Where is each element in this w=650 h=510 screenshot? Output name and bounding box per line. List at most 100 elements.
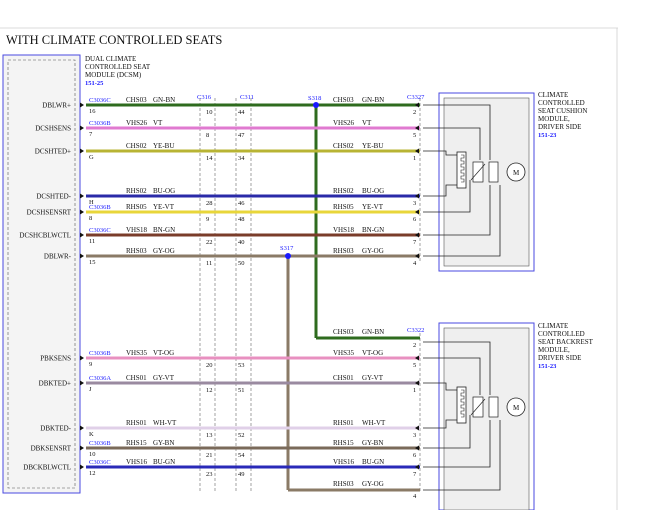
pin-number: 22 — [206, 239, 213, 246]
wire-color-label: VT — [153, 119, 163, 127]
circuit-label: RHS03 — [126, 247, 147, 255]
backrest-title-line-3: SEAT BACKREST — [538, 338, 594, 346]
signal-label: DCSHSENSRT — [27, 209, 72, 217]
connector-label[interactable]: C3036A — [89, 375, 111, 382]
c316-label[interactable]: C316 — [197, 94, 212, 101]
connector-label[interactable]: C3036B — [89, 350, 111, 357]
wire-color-label: GY-OG — [362, 247, 384, 255]
pin-arrow-icon — [80, 445, 84, 451]
circuit-label: RHS15 — [126, 439, 147, 447]
dcsm-title-line-1: DUAL CLIMATE — [85, 55, 136, 63]
backrest-motor-label: M — [513, 404, 520, 412]
circuit-label: CHS01 — [333, 374, 354, 382]
pin-number: 7 — [413, 239, 417, 246]
pin-arrow-icon — [80, 102, 84, 108]
wire-color-label: YE-VT — [362, 203, 384, 211]
backrest-title-line-4: MODULE, — [538, 346, 570, 354]
pin-arrow-icon — [80, 253, 84, 259]
cushion-title-line-4: MODULE, — [538, 115, 570, 123]
pin-arrow-icon — [415, 380, 419, 386]
pin-number: 12 — [89, 470, 96, 477]
c311-label[interactable]: C311 — [240, 94, 254, 101]
cushion-blower-motor-icon — [506, 162, 526, 182]
backrest-connector-label[interactable]: C3322 — [407, 327, 424, 334]
pin-arrow-icon — [80, 464, 84, 470]
circuit-label: RHS02 — [126, 187, 147, 195]
circuit-label: RHS03 — [333, 247, 354, 255]
pin-number: 20 — [206, 362, 213, 369]
circuit-label: VHS35 — [126, 349, 148, 357]
circuit-label: RHS01 — [333, 419, 354, 427]
circuit-label: VHS18 — [126, 226, 148, 234]
connector-label[interactable]: C3036B — [89, 204, 111, 211]
connector-label[interactable]: C3036C — [89, 459, 111, 466]
wire-color-label: VT-OG — [362, 349, 383, 357]
wire-color-label: VT-OG — [153, 349, 174, 357]
splice-s318[interactable] — [313, 102, 319, 108]
wire-color-label: BU-GN — [153, 458, 175, 466]
pin-number: K — [89, 431, 94, 438]
pin-arrow-icon — [80, 232, 84, 238]
backrest-feed-top-pin: 2 — [413, 342, 416, 349]
pin-number: 9 — [206, 216, 209, 223]
connector-label[interactable]: C3036C — [89, 97, 111, 104]
pin-number: 11 — [89, 238, 95, 245]
circuit-label: VHS16 — [333, 458, 355, 466]
pin-arrow-icon — [80, 125, 84, 131]
circuit-label: RHS05 — [333, 203, 354, 211]
circuit-label: CHS03 — [333, 96, 354, 104]
signal-label: DCSHTED- — [36, 193, 71, 201]
cushion-thermistor-arrow — [470, 163, 486, 181]
circuit-label: CHS03 — [126, 96, 147, 104]
pin-number: 21 — [206, 452, 213, 459]
signal-label: DBKTED- — [40, 425, 71, 433]
circuit-label: RHS05 — [126, 203, 147, 211]
wire-color-label: GN-BN — [153, 96, 175, 104]
circuit-label: VHS18 — [333, 226, 355, 234]
pin-number: J — [89, 386, 92, 393]
backrest-feed-bottom-circuit: RHS03 — [333, 480, 354, 488]
circuit-label: VHS26 — [126, 119, 148, 127]
circuit-label: CHS02 — [126, 142, 147, 150]
cushion-internal-wiring — [423, 104, 501, 257]
circuit-label: CHS01 — [126, 374, 147, 382]
backrest-blower-motor-icon — [506, 397, 526, 417]
pin-number: 1 — [413, 387, 416, 394]
pin-number: 34 — [238, 155, 245, 162]
cushion-connector-label[interactable]: C3327 — [407, 94, 425, 101]
pin-number: 40 — [238, 239, 245, 246]
backrest-title-line-1: CLIMATE — [538, 322, 568, 330]
backrest-sensor — [488, 396, 499, 418]
cushion-title-line-3: SEAT CUSHION — [538, 107, 587, 115]
pin-arrow-icon — [415, 464, 419, 470]
pin-number: 14 — [206, 155, 213, 162]
pin-number: H — [89, 199, 94, 206]
pin-arrow-icon — [415, 125, 419, 131]
pin-number: 6 — [413, 216, 417, 223]
splice-s317-label[interactable]: S317 — [280, 245, 294, 252]
splice-s318-label[interactable]: S318 — [308, 95, 321, 102]
connector-label[interactable]: C3036C — [89, 227, 111, 234]
dcsm-title-line-2: CONTROLLED SEAT — [85, 63, 151, 71]
wire-color-label: BN-GN — [362, 226, 384, 234]
cushion-ref-link[interactable]: 151-23 — [538, 132, 557, 139]
splice-s317[interactable] — [285, 253, 291, 259]
wire-color-label: YE-BU — [153, 142, 174, 150]
connector-label[interactable]: C3036B — [89, 120, 111, 127]
backrest-feed-top-color: GN-BN — [362, 328, 384, 336]
backrest-heater-zigzag — [460, 389, 465, 418]
connector-label[interactable]: C3036B — [89, 440, 111, 447]
pin-number: 49 — [238, 471, 245, 478]
pin-number: 8 — [89, 215, 92, 222]
cushion-title-line-5: DRIVER SIDE — [538, 123, 581, 131]
dcsm-ref-link[interactable]: 151-25 — [85, 80, 104, 87]
pin-number: 10 — [89, 451, 96, 458]
pin-number: 53 — [238, 362, 245, 369]
backrest-internal-wiring — [423, 341, 501, 491]
pin-arrow-icon — [80, 148, 84, 154]
pin-arrow-icon — [415, 425, 419, 431]
backrest-ref-link[interactable]: 151-23 — [538, 363, 557, 370]
pin-arrow-icon — [415, 148, 419, 154]
pin-number: 5 — [413, 362, 416, 369]
